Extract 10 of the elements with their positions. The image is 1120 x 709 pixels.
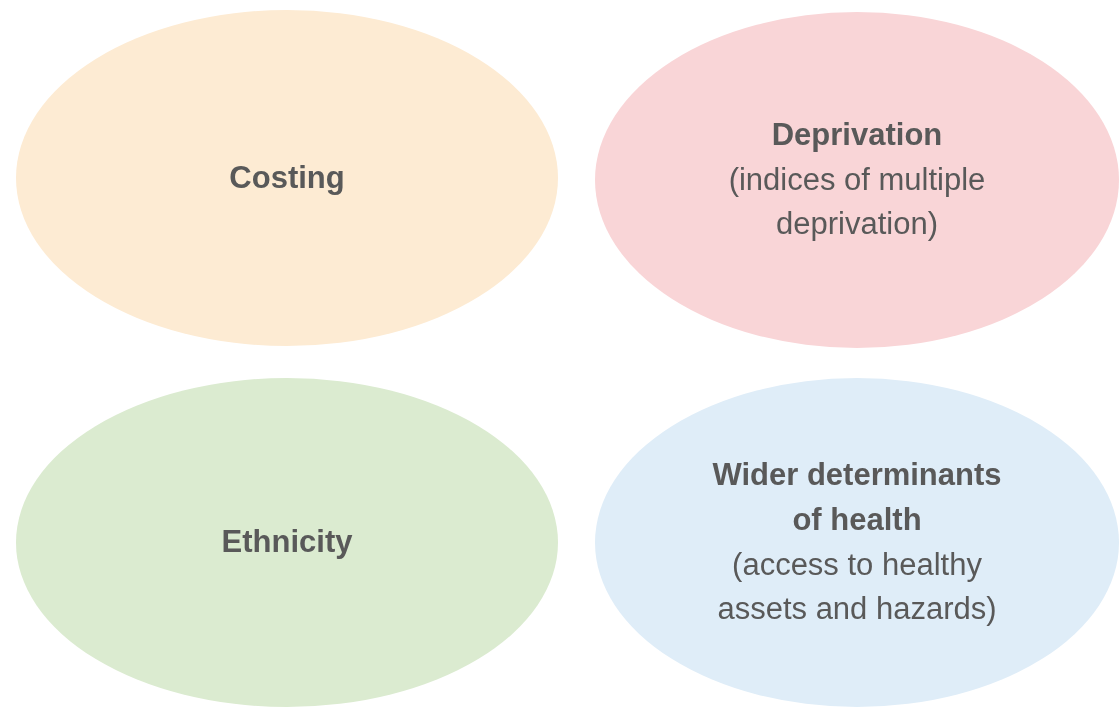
topic-ellipse (595, 378, 1119, 707)
topic-heading: Costing (229, 158, 345, 197)
topic-description: (access to healthy assets and hazards) (716, 545, 998, 629)
topic-ellipse (595, 12, 1119, 348)
topic-ellipse (16, 10, 558, 346)
topic-heading: Wider determinants of health (711, 455, 1003, 539)
topic-heading: Deprivation (771, 115, 943, 154)
topic-heading: Ethnicity (221, 523, 353, 562)
topic-description: (indices of multiple deprivation) (727, 160, 987, 244)
topic-ellipse (16, 378, 558, 707)
